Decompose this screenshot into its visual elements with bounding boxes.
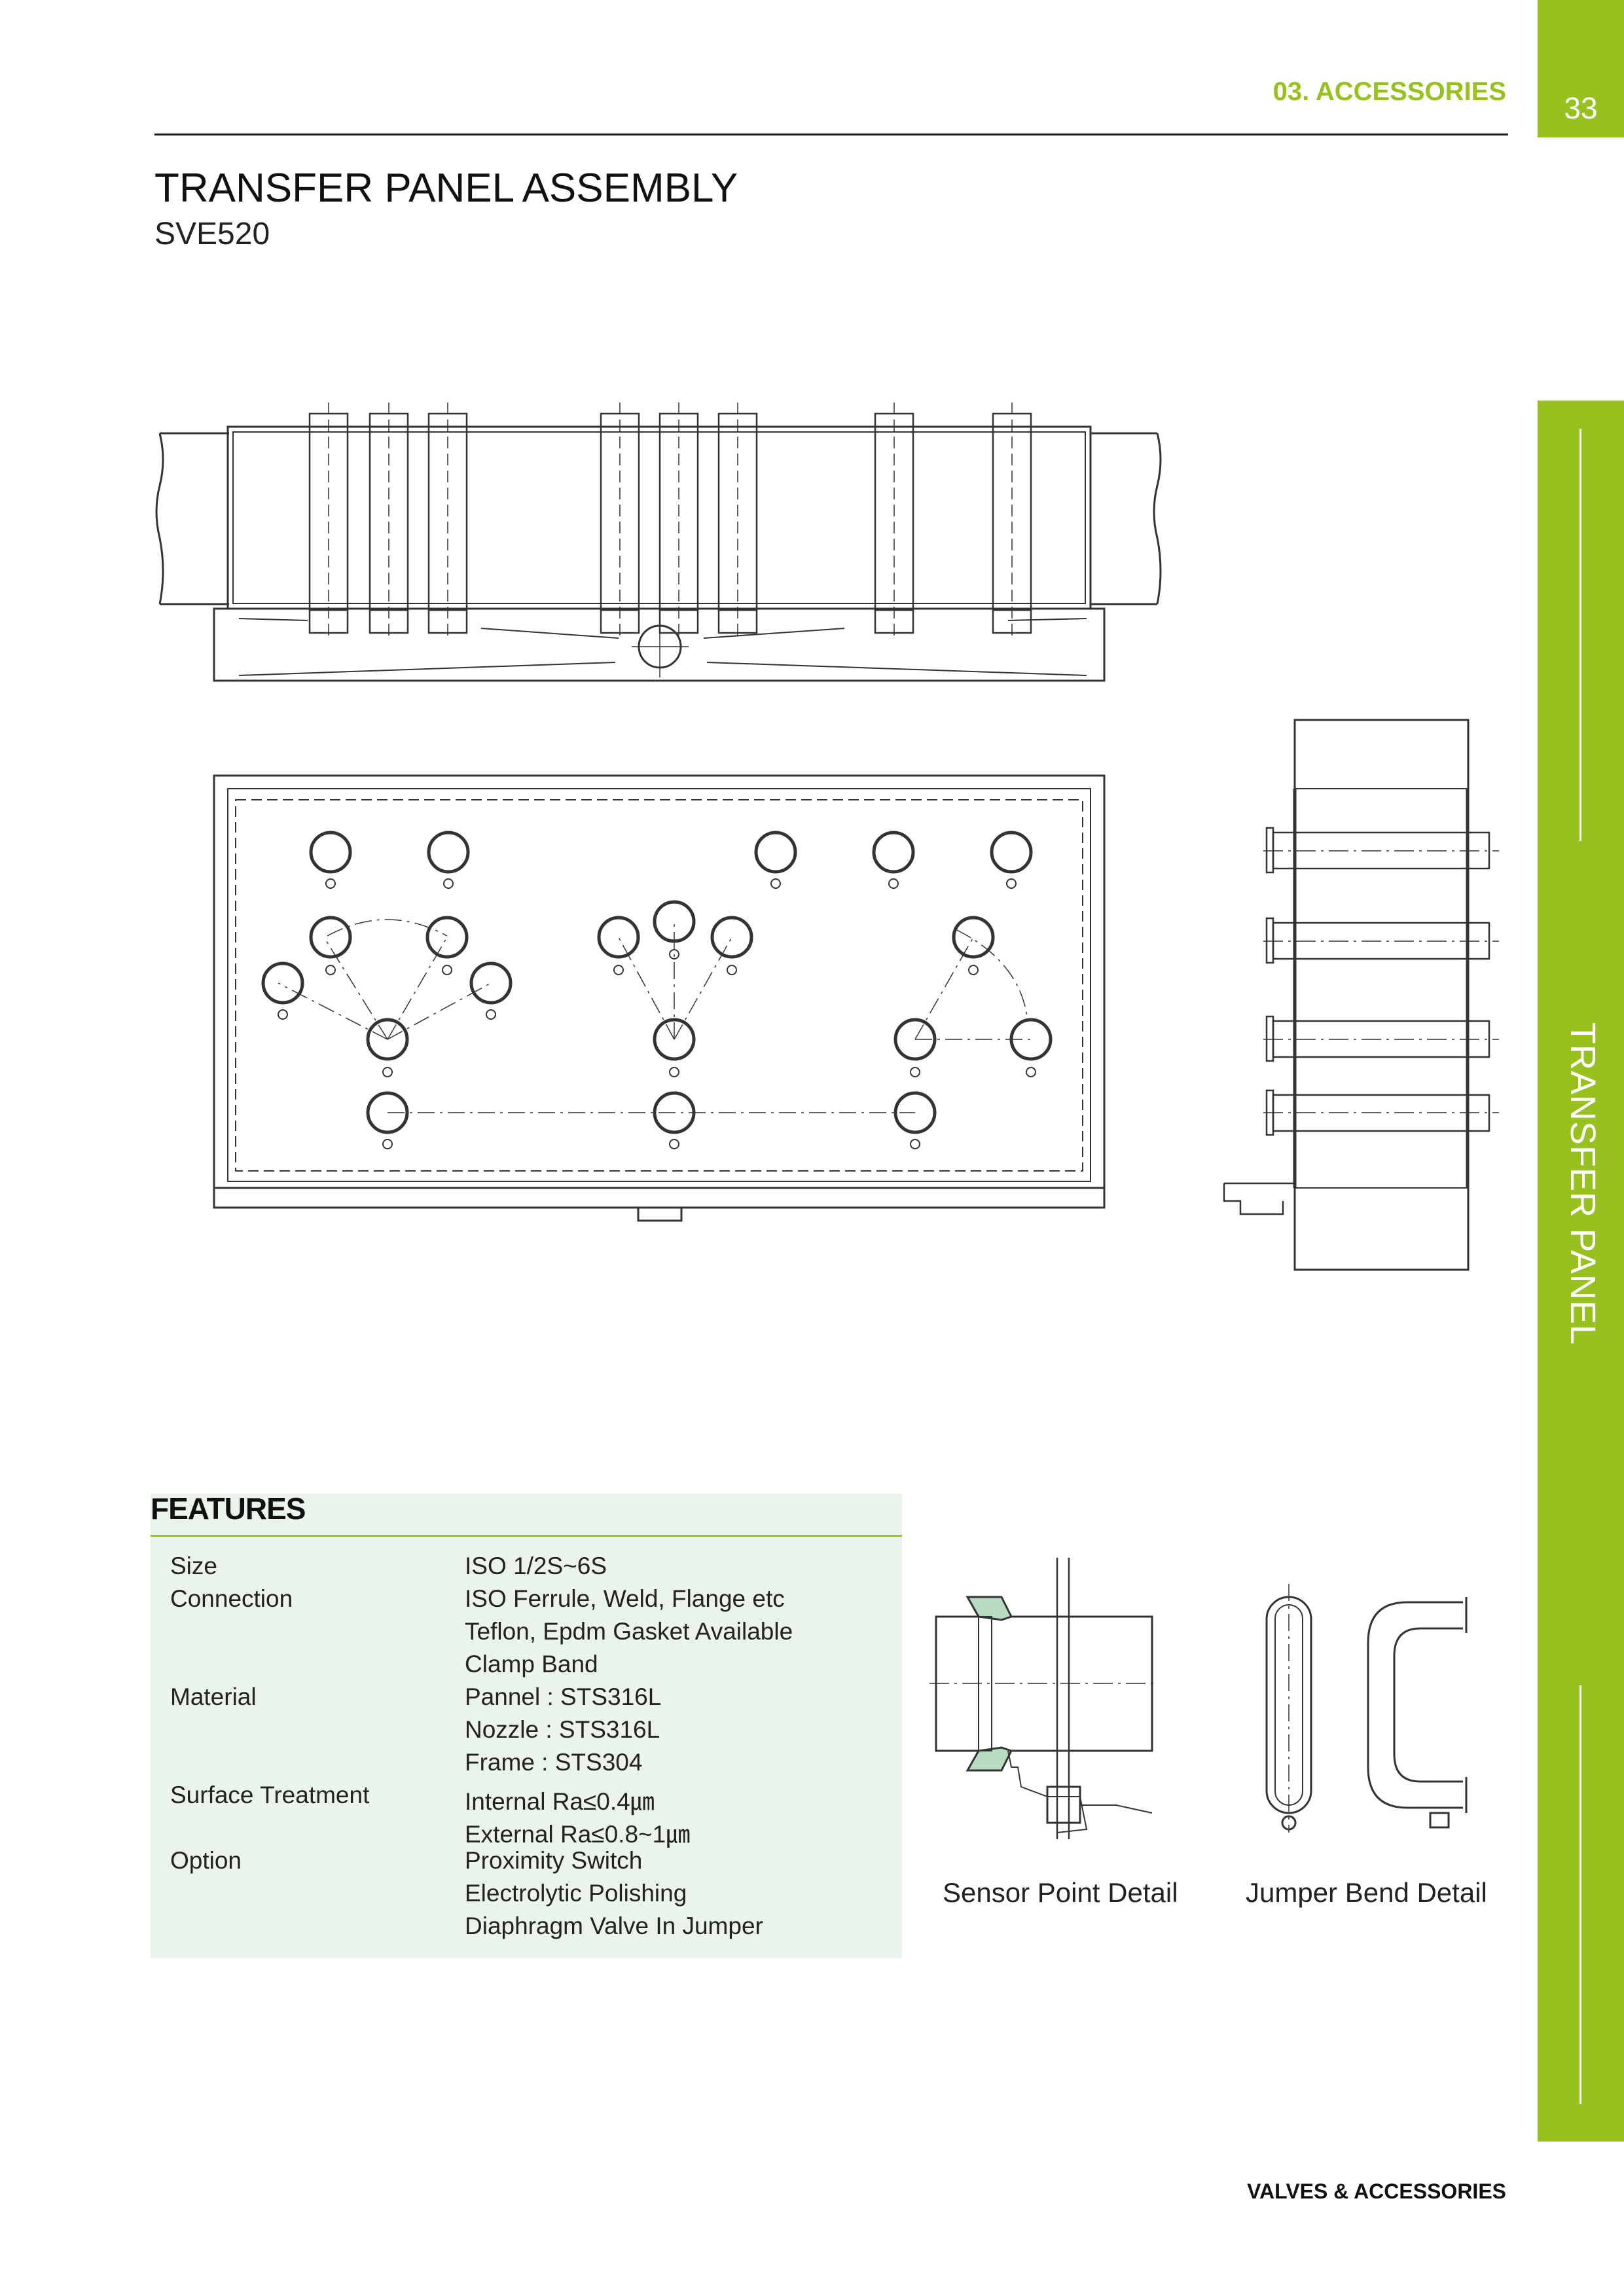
feature-row: Nozzle : STS316L: [151, 1716, 902, 1749]
features-panel: [151, 1494, 902, 1958]
page-title: TRANSFER PANEL ASSEMBLY: [154, 166, 738, 211]
jumper-bend-detail-drawing: [1265, 1584, 1468, 1833]
feature-value: Nozzle : STS316L: [465, 1716, 660, 1743]
feature-row: Frame : STS304: [151, 1749, 902, 1782]
feature-label: Size: [170, 1552, 217, 1579]
sensor-point-caption: Sensor Point Detail: [943, 1877, 1178, 1908]
side-tab-line-bottom: [1579, 1685, 1581, 2104]
feature-value: Frame : STS304: [465, 1749, 643, 1776]
section-label: 03. ACCESSORIES: [1272, 77, 1506, 106]
feature-value: Electrolytic Polishing: [465, 1880, 687, 1907]
feature-value: Diaphragm Valve In Jumper: [465, 1912, 763, 1939]
top-elevation-drawing: [155, 403, 1162, 682]
feature-row: Size ISO 1/2S~6S: [151, 1552, 902, 1585]
feature-row: Option Proximity Switch: [151, 1847, 902, 1880]
feature-row: Material Pannel : STS316L: [151, 1683, 902, 1716]
feature-row: Connection ISO Ferrule, Weld, Flange etc: [151, 1585, 902, 1618]
sensor-point-detail-drawing: [929, 1558, 1159, 1839]
page-number: 33: [1564, 91, 1598, 125]
side-elevation-drawing: [1223, 719, 1499, 1271]
feature-label: Surface Treatment: [170, 1782, 370, 1808]
feature-row: Electrolytic Polishing: [151, 1880, 902, 1912]
feature-value: Internal Ra≤0.4㎛: [465, 1788, 655, 1815]
feature-row: External Ra≤0.8~1㎛: [151, 1814, 902, 1848]
feature-label: Connection: [170, 1585, 293, 1612]
header-rule: [154, 134, 1508, 135]
feature-label: Option: [170, 1847, 242, 1874]
feature-value: ISO Ferrule, Weld, Flange etc: [465, 1585, 785, 1612]
footer-label: VALVES & ACCESSORIES: [1247, 2179, 1506, 2203]
feature-value: Teflon, Epdm Gasket Available: [465, 1618, 793, 1645]
page-number-tab: [1538, 0, 1624, 137]
feature-value: Proximity Switch: [465, 1847, 643, 1874]
features-heading: FEATURES: [151, 1492, 306, 1526]
features-rule: [151, 1535, 902, 1537]
feature-value: ISO 1/2S~6S: [465, 1552, 607, 1579]
feature-value: Clamp Band: [465, 1651, 598, 1677]
model-number: SVE520: [154, 217, 270, 251]
feature-row: Diaphragm Valve In Jumper: [151, 1912, 902, 1945]
feature-label: Material: [170, 1683, 257, 1710]
side-tab-line-top: [1579, 429, 1581, 841]
feature-value: External Ra≤0.8~1㎛: [465, 1821, 691, 1848]
plan-view-drawing: [213, 774, 1106, 1222]
feature-row: Teflon, Epdm Gasket Available: [151, 1618, 902, 1651]
feature-row: Surface Treatment Internal Ra≤0.4㎛: [151, 1782, 902, 1815]
jumper-bend-caption: Jumper Bend Detail: [1246, 1877, 1487, 1908]
feature-value: Pannel : STS316L: [465, 1683, 662, 1710]
feature-row: Clamp Band: [151, 1651, 902, 1683]
